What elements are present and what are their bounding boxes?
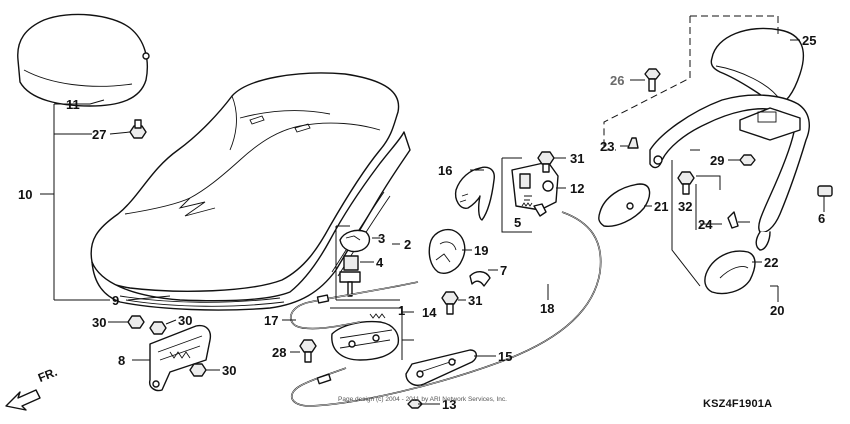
- bolt-27: [129, 119, 147, 139]
- callout-24: 24: [698, 217, 713, 232]
- clip-24: [727, 211, 739, 229]
- front-direction-arrow: [5, 389, 41, 411]
- figure-code: KSZ4F1901A: [703, 398, 773, 410]
- rear-carrier: [649, 94, 810, 251]
- callout-3: 3: [378, 231, 386, 246]
- copyright-notice: Page design (c) 2004 - 2011 by ARI Netwo…: [338, 396, 507, 403]
- callout-30-c: 30: [222, 363, 237, 378]
- callout-5: 5: [514, 215, 522, 230]
- callout-30-b: 30: [178, 313, 193, 328]
- backrest-pad: [710, 27, 804, 107]
- callout-22: 22: [764, 255, 779, 270]
- seat-catch-assembly: [339, 229, 371, 297]
- cover-22: [704, 250, 756, 295]
- callout-21: 21: [654, 199, 669, 214]
- callout-14: 14: [422, 305, 437, 320]
- callout-31-upper: 31: [570, 151, 585, 166]
- nut-29: [739, 154, 756, 166]
- clip-7: [469, 271, 491, 287]
- seat-catch-19: [428, 228, 466, 274]
- callout-6: 6: [818, 211, 826, 226]
- cover-21: [598, 183, 651, 227]
- callout-25: 25: [802, 33, 817, 48]
- bolt-31-lower: [441, 291, 459, 315]
- callout-12: 12: [570, 181, 585, 196]
- spring-5: [521, 202, 533, 207]
- callout-20: 20: [770, 303, 785, 318]
- callout-19: 19: [474, 243, 489, 258]
- bolt-32: [677, 171, 695, 195]
- callout-7: 7: [500, 263, 508, 278]
- callout-32: 32: [678, 199, 693, 214]
- bracket-15: [405, 349, 477, 386]
- callout-13: 13: [442, 397, 457, 412]
- cable-17: [289, 281, 419, 330]
- nut-30-a: [127, 315, 145, 329]
- callout-2: 2: [404, 237, 412, 252]
- callout-4: 4: [376, 255, 384, 270]
- callout-16: 16: [438, 163, 453, 178]
- callout-15: 15: [498, 349, 513, 364]
- bolt-28: [299, 339, 317, 363]
- callout-23: 23: [600, 139, 615, 154]
- back-cushion: [17, 13, 150, 107]
- key-cylinder-16: [454, 166, 495, 221]
- callout-8: 8: [118, 353, 126, 368]
- callout-28: 28: [272, 345, 287, 360]
- callout-31-lower: 31: [468, 293, 483, 308]
- seat-cushion: [90, 72, 411, 311]
- callout-1: 1: [398, 303, 406, 318]
- callout-27: 27: [92, 127, 107, 142]
- callout-26: 26: [610, 73, 625, 88]
- nut-30-c: [189, 363, 207, 377]
- leader-lines: [40, 15, 825, 405]
- seat-latch-12: [511, 161, 559, 217]
- callout-29: 29: [710, 153, 725, 168]
- cable-18: [290, 211, 602, 407]
- bolt-26: [644, 68, 661, 92]
- cap-23: [627, 137, 639, 149]
- callout-18: 18: [540, 301, 555, 316]
- opener-lever-assembly: [331, 313, 400, 361]
- seat-hinge-8: [148, 324, 212, 392]
- callout-17: 17: [264, 313, 279, 328]
- rubber-6: [817, 185, 833, 197]
- callout-10: 10: [18, 187, 33, 202]
- callout-30-a: 30: [92, 315, 107, 330]
- callout-9: 9: [112, 293, 120, 308]
- nut-30-b: [149, 321, 167, 335]
- callout-11: 11: [66, 97, 80, 112]
